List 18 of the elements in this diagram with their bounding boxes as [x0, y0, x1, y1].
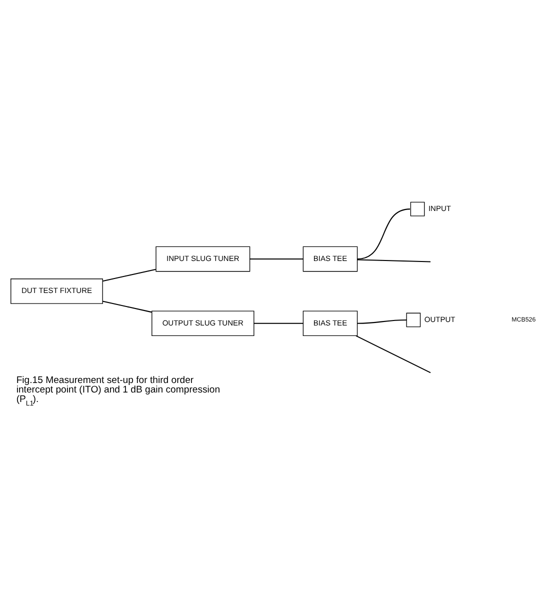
node-label: INPUT [428, 204, 452, 213]
node-box: BIAS TEE [302, 310, 358, 336]
node-label: OUTPUT [424, 314, 456, 324]
node-box: DUT TEST FIXTURE [10, 278, 103, 304]
connector [357, 259, 431, 262]
node-box: INPUT SLUG TUNER [156, 246, 250, 272]
connector [254, 322, 304, 324]
caption: Fig.15 Measurement set-up for third order intercept point (ITO) and 1 dB gain compression (P$_{L1}$). [16, 374, 220, 408]
connector [102, 268, 156, 282]
node-box [410, 202, 425, 216]
node-box: OUTPUT SLUG TUNER [152, 310, 254, 336]
connector [102, 300, 152, 313]
connector [356, 335, 431, 374]
connector [250, 258, 304, 260]
connector [357, 319, 407, 324]
node-box [406, 312, 421, 328]
node-box: BIAS TEE [302, 246, 358, 272]
connector [357, 208, 410, 260]
